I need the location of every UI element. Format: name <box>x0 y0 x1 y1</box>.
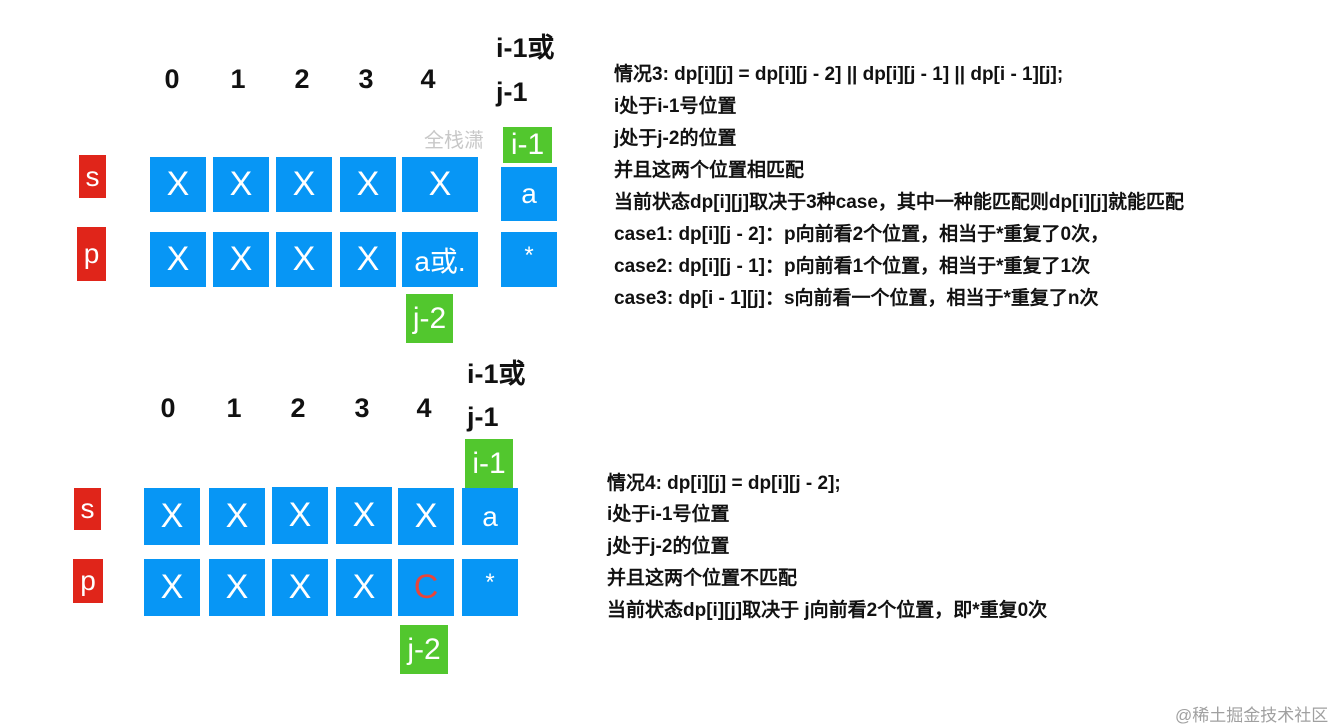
s-row-label: s <box>74 488 101 530</box>
case3-line: 并且这两个位置相匹配 <box>614 160 805 181</box>
p-cell: X <box>340 232 396 287</box>
p-cell: * <box>501 232 557 287</box>
s-cell: X <box>340 157 396 212</box>
index-label: 1 <box>230 64 246 94</box>
case4-line: 并且这两个位置不匹配 <box>607 568 798 589</box>
p-row-label: p <box>73 559 103 603</box>
j-pointer-tag: j-2 <box>400 625 448 674</box>
p-row-label: p <box>77 227 106 281</box>
p-cell: X <box>213 232 269 287</box>
s-cell: X <box>209 488 265 545</box>
footer-watermark: @稀土掘金技术社区 <box>1175 706 1329 725</box>
p-cell: X <box>144 559 200 616</box>
j-pointer-tag: j-2 <box>406 294 453 343</box>
p-cell: X <box>272 559 328 616</box>
index-label: 2 <box>294 64 310 94</box>
s-cell: X <box>276 157 332 212</box>
index-label: 3 <box>354 393 370 423</box>
s-cell: X <box>336 487 392 544</box>
index-label: 0 <box>164 64 180 94</box>
p-cell-mismatch: C <box>398 559 454 616</box>
s-row-label: s <box>79 155 106 198</box>
header-i-or: i-1或 <box>467 359 526 389</box>
p-cell: X <box>336 559 392 616</box>
s-cell: X <box>144 488 200 545</box>
case3-line: case2: dp[i][j - 1]：p向前看1个位置，相当于*重复了1次 <box>614 256 1091 277</box>
watermark: 全栈潇 <box>424 130 484 152</box>
case3-line: case3: dp[i - 1][j]：s向前看一个位置，相当于*重复了n次 <box>614 288 1099 309</box>
case4-line: i处于i-1号位置 <box>607 504 730 525</box>
index-label: 0 <box>160 393 176 423</box>
case3-line: j处于j-2的位置 <box>614 128 737 149</box>
header-j: j-1 <box>496 77 528 107</box>
index-label: 3 <box>358 64 374 94</box>
index-label: 4 <box>420 64 436 94</box>
s-cell: X <box>272 487 328 544</box>
case4-line: 当前状态dp[i][j]取决于 j向前看2个位置，即*重复0次 <box>607 600 1048 621</box>
index-label: 2 <box>290 393 306 423</box>
case3-line: case1: dp[i][j - 2]：p向前看2个位置，相当于*重复了0次， <box>614 224 1110 245</box>
s-cell: X <box>402 157 478 212</box>
case3-line: 当前状态dp[i][j]取决于3种case，其中一种能匹配则dp[i][j]就能… <box>614 192 1184 213</box>
header-i-or: i-1或 <box>496 33 555 63</box>
case3-line: i处于i-1号位置 <box>614 96 737 117</box>
p-cell: X <box>150 232 206 287</box>
p-cell: a或. <box>402 232 478 287</box>
s-cell: X <box>398 488 454 545</box>
p-cell: X <box>209 559 265 616</box>
s-cell: a <box>501 167 557 221</box>
s-cell: X <box>150 157 206 212</box>
case3-title: 情况3: dp[i][j] = dp[i][j - 2] || dp[i][j … <box>614 64 1064 85</box>
i-pointer-tag: i-1 <box>503 127 552 163</box>
index-label: 1 <box>226 393 242 423</box>
case4-title: 情况4: dp[i][j] = dp[i][j - 2]; <box>607 473 841 494</box>
case4-line: j处于j-2的位置 <box>607 536 730 557</box>
p-cell: X <box>276 232 332 287</box>
s-cell: a <box>462 488 518 545</box>
i-pointer-tag: i-1 <box>465 439 513 488</box>
header-j: j-1 <box>467 402 499 432</box>
index-label: 4 <box>416 393 432 423</box>
s-cell: X <box>213 157 269 212</box>
p-cell: * <box>462 559 518 616</box>
